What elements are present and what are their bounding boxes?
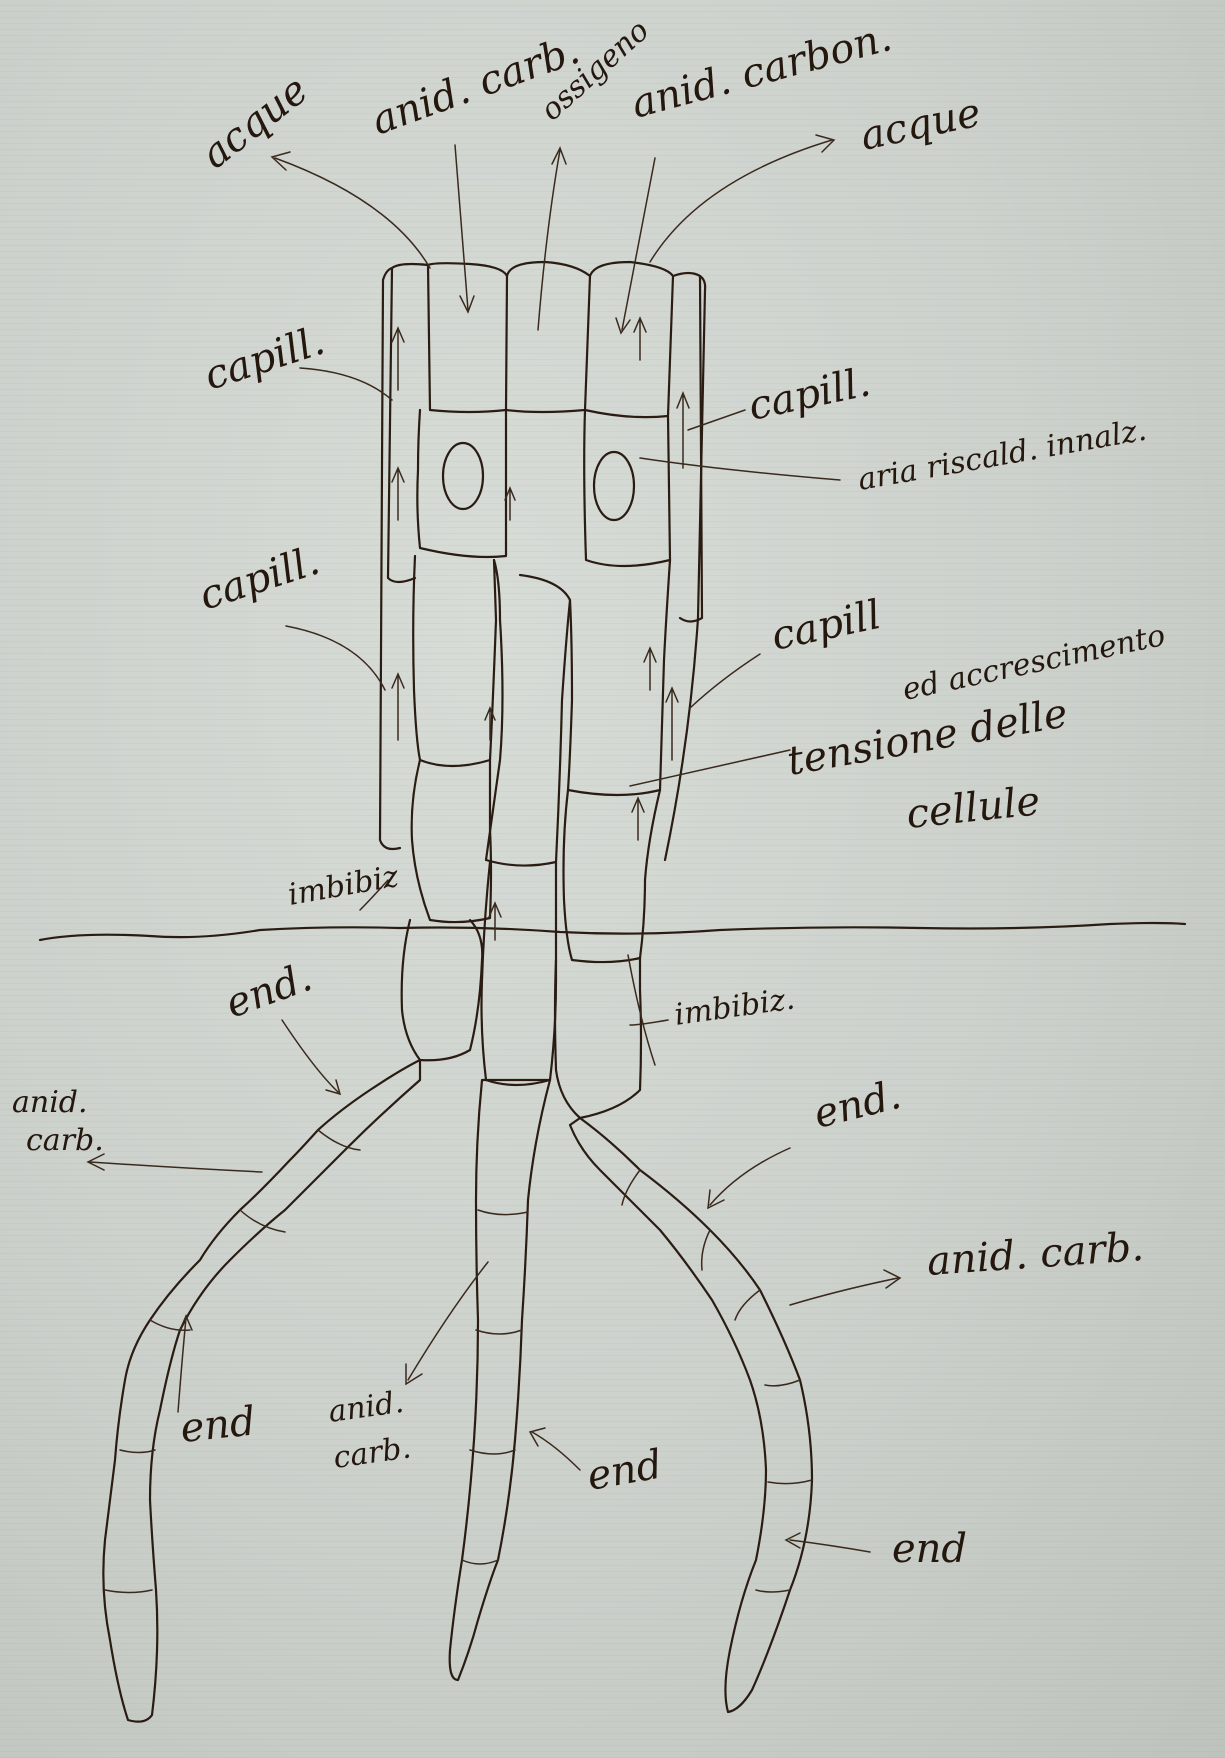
cell-top-1 (428, 263, 507, 412)
leader-imbibiz-2 (630, 1020, 668, 1025)
arrow-root-right-co2 (790, 1270, 900, 1305)
cell-low-1 (412, 760, 491, 922)
label-capill-4: capill (768, 592, 885, 660)
root-right-seg-5 (768, 1480, 812, 1484)
ground-line (40, 923, 1185, 940)
stem-cell-block (380, 262, 705, 962)
root-cell-block (103, 862, 812, 1722)
leader-capill-4 (690, 654, 760, 708)
label-end-3: end (178, 1398, 257, 1452)
arrow-cell-up-6 (632, 798, 644, 840)
label-acque-left: acque (193, 67, 317, 178)
arrow-capill-up-2 (392, 468, 404, 520)
root-right-seg-6 (756, 1590, 790, 1592)
arrow-acque-right (650, 140, 832, 262)
label-aria-riscald: aria riscald. innalz. (855, 413, 1149, 498)
root-center-seg-4 (462, 1560, 498, 1564)
flow-arrows (88, 135, 900, 1552)
leader-aria (640, 458, 840, 480)
root-center-branch (450, 1080, 550, 1680)
leader-capill-3 (688, 410, 745, 430)
arrow-cell-up-4 (485, 708, 495, 740)
arrow-capill-up-1 (392, 328, 404, 390)
cell-nucleus-left-wall (417, 410, 506, 557)
root-right-seg-3 (735, 1290, 760, 1320)
cell-low-2 (564, 790, 661, 962)
nucleus-right (594, 452, 634, 520)
label-anid-carb-right: anid. carb. (925, 1224, 1145, 1285)
root-cell-b (482, 862, 557, 1085)
arrow-co2-in-right (622, 158, 655, 330)
label-cellule: cellule (904, 778, 1042, 838)
root-right-branch (570, 1118, 812, 1712)
cell-mid-2 (486, 560, 570, 866)
arrow-cell-up-3 (644, 648, 656, 690)
cell-outer-right (673, 273, 702, 622)
root-cell-c (555, 958, 641, 1118)
cell-top-3 (585, 262, 673, 417)
label-anid-carb-center-2: carb. (331, 1430, 413, 1475)
label-tensione: tensione delle (784, 690, 1071, 785)
label-anid-carb-left-2: carb. (26, 1123, 104, 1158)
cell-outer-left (388, 264, 428, 582)
root-right-seg-4 (765, 1380, 800, 1386)
arrow-end-top-left (282, 1020, 340, 1094)
cell-outer-right-long (665, 276, 705, 860)
leader-tensione (630, 750, 790, 786)
cell-nucleus-right-wall (584, 410, 670, 566)
label-end-1: end. (220, 954, 318, 1027)
label-anid-carbon: anid. carbon. (627, 14, 897, 128)
label-capill-1: capill. (199, 318, 330, 400)
cell-mid-1 (413, 556, 496, 766)
root-cell-a (402, 920, 483, 1060)
arrow-capill-up-4 (677, 393, 689, 468)
label-accrescimento: ed accrescimento (899, 618, 1168, 708)
arrow-root-center-co2 (406, 1262, 488, 1384)
label-imbibiz-1: imbibiz (285, 859, 401, 913)
cell-mid-3 (568, 560, 670, 795)
root-center-seg-3 (470, 1450, 515, 1454)
label-end-5: end (892, 1526, 967, 1572)
leader-capill-1 (300, 368, 392, 400)
nucleus-left (443, 443, 483, 509)
arrow-end-center (530, 1428, 580, 1470)
arrow-cell-up-1 (634, 318, 646, 360)
arrow-end-lower-right (786, 1533, 870, 1552)
root-center-seg-2 (476, 1330, 522, 1334)
arrow-oxygen-out (538, 150, 560, 330)
arrow-capill-up-5 (666, 688, 678, 760)
label-imbibiz-2: imbibiz. (672, 981, 797, 1032)
label-acque-right: acque (857, 90, 985, 160)
label-anid-carb-center-1: anid. (326, 1385, 406, 1430)
label-capill-2: capill. (194, 538, 325, 620)
arrow-co2-in (455, 145, 468, 310)
arrow-root-co2-left (88, 1154, 262, 1172)
label-capill-3: capill. (745, 359, 875, 430)
cell-top-2 (506, 262, 590, 412)
label-end-4: end (584, 1442, 666, 1500)
root-center-seg-1 (478, 1210, 528, 1215)
leader-capill-2 (286, 626, 385, 690)
label-anid-carb-left-1: anid. (12, 1085, 88, 1120)
arrow-root-right-end (708, 1148, 790, 1208)
label-end-2: end. (809, 1072, 905, 1138)
root-left-seg-5 (105, 1590, 152, 1593)
arrow-capill-up-3 (392, 674, 404, 740)
root-left-seg-4 (120, 1450, 155, 1453)
root-right-seg-2 (702, 1230, 710, 1270)
arrow-acque-left (275, 158, 430, 268)
